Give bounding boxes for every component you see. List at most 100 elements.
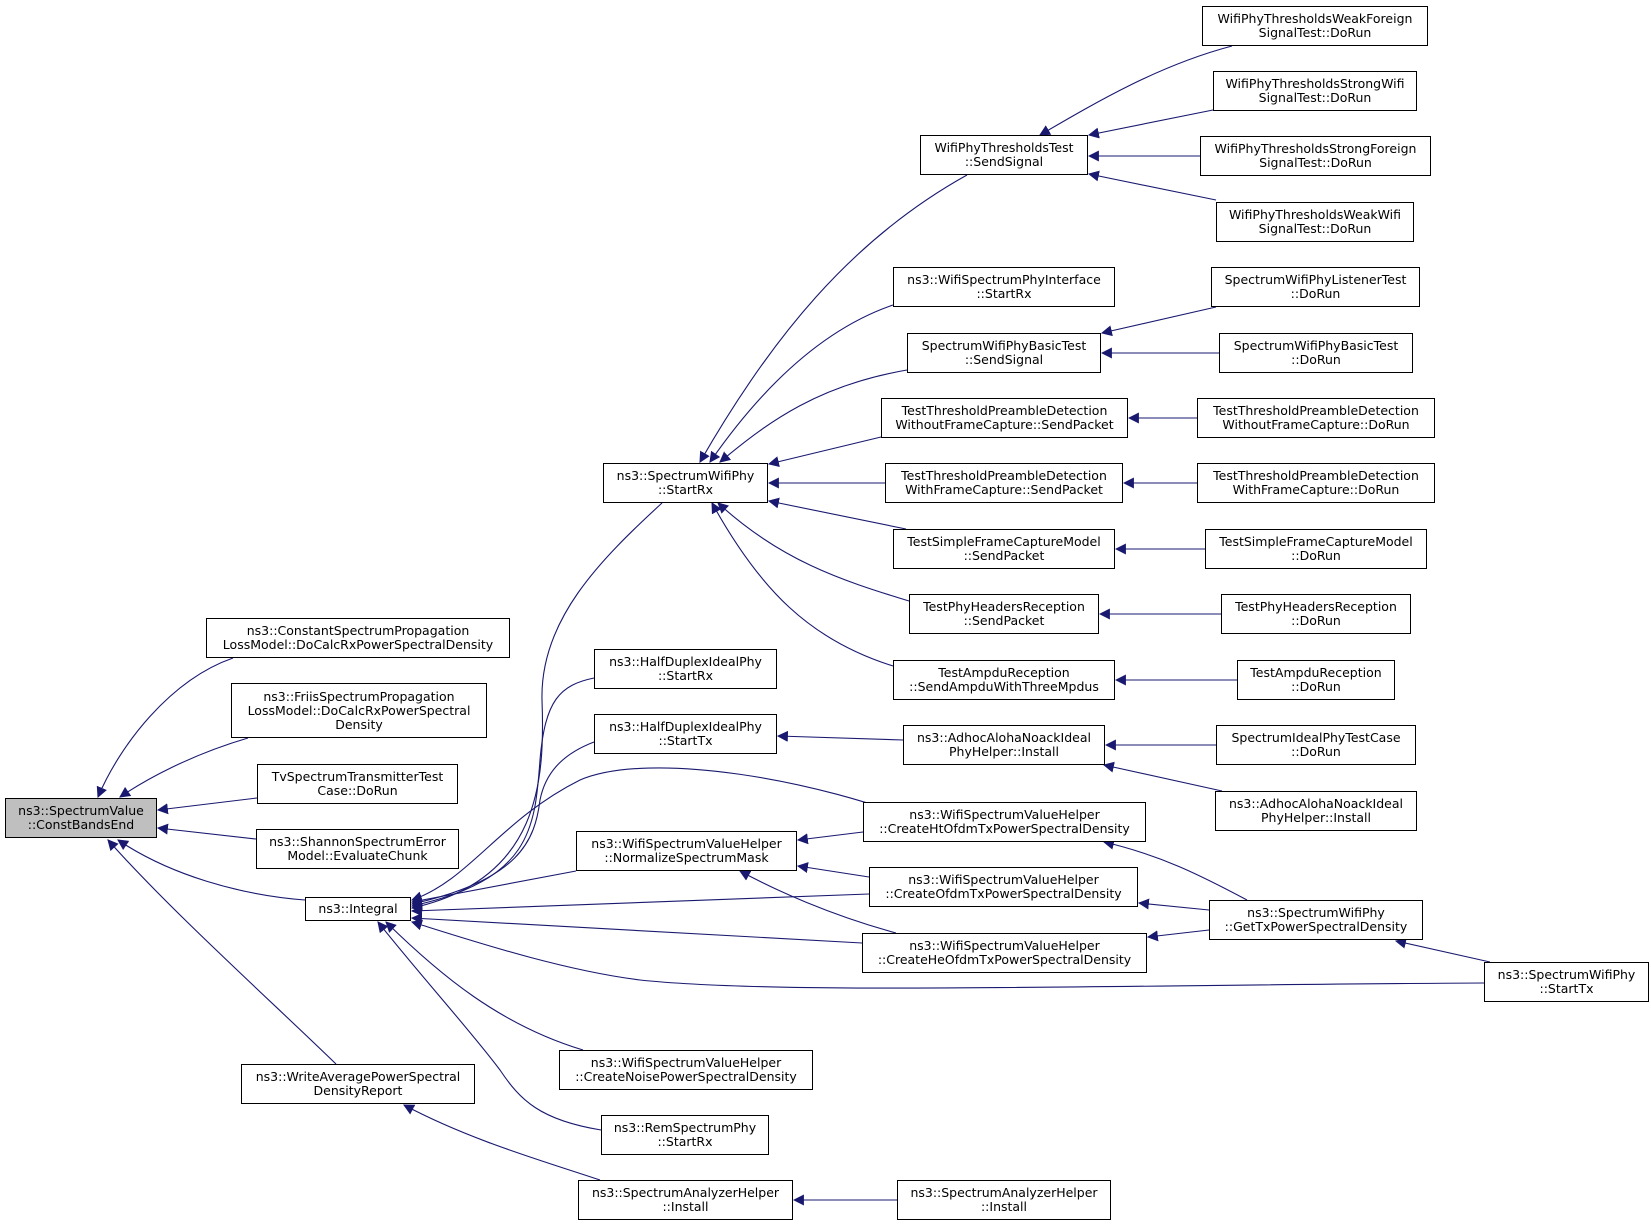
node-analyzer-install-2[interactable]: ns3::SpectrumAnalyzerHelper ::Install [897, 1180, 1111, 1220]
node-preamble-wo-dorun[interactable]: TestThresholdPreambleDetection WithoutFr… [1197, 398, 1435, 438]
node-spectrum-wifi-startrx[interactable]: ns3::SpectrumWifiPhy ::StartRx [603, 463, 768, 503]
node-phy-headers-dorun[interactable]: TestPhyHeadersReception ::DoRun [1221, 594, 1411, 634]
node-label: TestPhyHeadersReception ::SendPacket [923, 599, 1085, 628]
edge-aloha-install-2-to-aloha-install-1 [1102, 761, 1223, 792]
node-thresholds-sendsignal[interactable]: WifiPhyThresholdsTest ::SendSignal [920, 135, 1088, 175]
node-create-he-psd[interactable]: ns3::WifiSpectrumValueHelper ::CreateHeO… [862, 933, 1147, 973]
edge-basic-sendsignal-to-spectrum-wifi-startrx [719, 369, 908, 463]
node-weak-wifi-dorun[interactable]: WifiPhyThresholdsWeakWifi SignalTest::Do… [1216, 202, 1414, 242]
node-label: ns3::Integral [318, 901, 398, 916]
node-label: WifiPhyThresholdsWeakWifi SignalTest::Do… [1228, 207, 1402, 236]
node-ampdu-send[interactable]: TestAmpduReception ::SendAmpduWithThreeM… [893, 660, 1115, 700]
edge-weak-foreign-dorun-to-thresholds-sendsignal [1039, 45, 1233, 136]
node-integral[interactable]: ns3::Integral [305, 897, 411, 921]
node-constbandsend[interactable]: ns3::SpectrumValue ::ConstBandsEnd [5, 798, 157, 838]
edge-friis-spectrum-prop-to-constbandsend [119, 737, 249, 798]
node-label: ns3::SpectrumAnalyzerHelper ::Install [591, 1185, 780, 1214]
node-create-noise-psd[interactable]: ns3::WifiSpectrumValueHelper ::CreateNoi… [559, 1050, 813, 1090]
node-label: SpectrumWifiPhyListenerTest ::DoRun [1224, 272, 1407, 301]
edge-layer [96, 45, 1491, 1206]
node-label: ns3::FriisSpectrumPropagation LossModel:… [247, 688, 471, 732]
node-write-avg-psd[interactable]: ns3::WriteAveragePowerSpectral DensityRe… [241, 1064, 475, 1104]
node-label: ns3::ConstantSpectrumPropagation LossMod… [222, 623, 494, 652]
edge-phy-headers-send-to-spectrum-wifi-startrx [717, 502, 910, 602]
edge-wifi-spectrum-iface-to-spectrum-wifi-startrx [709, 304, 894, 463]
node-basic-sendsignal[interactable]: SpectrumWifiPhyBasicTest ::SendSignal [907, 333, 1101, 373]
node-label: TestPhyHeadersReception ::DoRun [1235, 599, 1397, 628]
edge-preamble-wo-send-to-spectrum-wifi-startrx [767, 436, 882, 468]
edge-aloha-install-1-to-halfduplex-starttx [776, 730, 904, 742]
edge-create-he-psd-to-integral [410, 913, 863, 944]
node-const-spectrum-prop[interactable]: ns3::ConstantSpectrumPropagation LossMod… [206, 618, 510, 658]
node-label: TestThresholdPreambleDetection WithoutFr… [895, 403, 1114, 432]
node-normalize-mask[interactable]: ns3::WifiSpectrumValueHelper ::Normalize… [576, 831, 797, 871]
edge-spectrum-wifi-starttx-to-integral [410, 919, 1485, 989]
node-label: ns3::RemSpectrumPhy ::StartRx [613, 1120, 757, 1149]
node-preamble-w-send[interactable]: TestThresholdPreambleDetection WithFrame… [885, 463, 1123, 503]
node-basic-dorun[interactable]: SpectrumWifiPhyBasicTest ::DoRun [1219, 333, 1413, 373]
node-simple-capture-dorun[interactable]: TestSimpleFrameCaptureModel ::DoRun [1205, 529, 1427, 569]
node-aloha-install-2[interactable]: ns3::AdhocAlohaNoackIdeal PhyHelper::Ins… [1215, 791, 1417, 831]
node-friis-spectrum-prop[interactable]: ns3::FriisSpectrumPropagation LossModel:… [231, 683, 487, 738]
edge-integral-to-constbandsend [117, 839, 306, 901]
edge-create-ht-psd-to-integral [410, 767, 927, 902]
node-create-ofdm-psd[interactable]: ns3::WifiSpectrumValueHelper ::CreateOfd… [869, 867, 1138, 907]
edge-write-avg-psd-to-constbandsend [107, 839, 337, 1065]
edge-weak-wifi-dorun-to-thresholds-sendsignal [1087, 170, 1217, 201]
node-label: ns3::WifiSpectrumValueHelper ::CreateHeO… [877, 938, 1132, 967]
node-ideal-phy-dorun[interactable]: SpectrumIdealPhyTestCase ::DoRun [1216, 725, 1416, 765]
node-label: ns3::AdhocAlohaNoackIdeal PhyHelper::Ins… [1229, 796, 1403, 825]
node-rem-startrx[interactable]: ns3::RemSpectrumPhy ::StartRx [601, 1115, 769, 1155]
node-label: TestThresholdPreambleDetection WithoutFr… [1213, 403, 1419, 432]
node-label: ns3::HalfDuplexIdealPhy ::StartRx [609, 654, 762, 683]
node-label: TestThresholdPreambleDetection WithFrame… [901, 468, 1107, 497]
node-label: ns3::AdhocAlohaNoackIdeal PhyHelper::Ins… [917, 730, 1091, 759]
node-simple-capture-send[interactable]: TestSimpleFrameCaptureModel ::SendPacket [893, 529, 1115, 569]
node-label: ns3::WifiSpectrumValueHelper ::CreateOfd… [885, 872, 1122, 901]
node-label: TvSpectrumTransmitterTest Case::DoRun [271, 769, 444, 798]
edge-thresholds-sendsignal-to-spectrum-wifi-startrx [699, 174, 968, 463]
node-listener-dorun[interactable]: SpectrumWifiPhyListenerTest ::DoRun [1211, 267, 1420, 307]
node-preamble-w-dorun[interactable]: TestThresholdPreambleDetection WithFrame… [1197, 463, 1435, 503]
node-label: TestAmpduReception ::SendAmpduWithThreeM… [909, 665, 1099, 694]
node-tv-spectrum-test[interactable]: TvSpectrumTransmitterTest Case::DoRun [257, 764, 458, 804]
node-label: WifiPhyThresholdsStrongForeign SignalTes… [1214, 141, 1417, 170]
node-label: SpectrumWifiPhyBasicTest ::SendSignal [921, 338, 1087, 367]
node-label: ns3::HalfDuplexIdealPhy ::StartTx [609, 719, 762, 748]
edge-simple-capture-send-to-spectrum-wifi-startrx [767, 497, 907, 530]
node-strong-foreign-dorun[interactable]: WifiPhyThresholdsStrongForeign SignalTes… [1200, 136, 1431, 176]
node-spectrum-wifi-starttx[interactable]: ns3::SpectrumWifiPhy ::StartTx [1484, 962, 1649, 1002]
edge-create-he-psd-to-normalize-mask [739, 870, 897, 934]
node-label: ns3::WifiSpectrumValueHelper ::CreateHtO… [879, 807, 1130, 836]
edge-create-ofdm-psd-to-integral [410, 893, 870, 917]
node-label: ns3::SpectrumWifiPhy ::GetTxPowerSpectra… [1224, 905, 1408, 934]
node-label: ns3::WifiSpectrumValueHelper ::Normalize… [591, 836, 782, 865]
edge-normalize-mask-to-integral [410, 870, 577, 906]
node-weak-foreign-dorun[interactable]: WifiPhyThresholdsWeakForeign SignalTest:… [1202, 6, 1428, 46]
node-halfduplex-startrx[interactable]: ns3::HalfDuplexIdealPhy ::StartRx [594, 649, 777, 689]
node-strong-wifi-dorun[interactable]: WifiPhyThresholdsStrongWifi SignalTest::… [1213, 71, 1417, 111]
node-label: WifiPhyThresholdsStrongWifi SignalTest::… [1225, 76, 1405, 105]
edge-rem-startrx-to-integral [377, 921, 602, 1131]
node-ampdu-dorun[interactable]: TestAmpduReception ::DoRun [1237, 660, 1395, 700]
node-halfduplex-starttx[interactable]: ns3::HalfDuplexIdealPhy ::StartTx [594, 714, 777, 754]
edge-listener-dorun-to-basic-sendsignal [1100, 306, 1217, 337]
node-label: ns3::SpectrumValue ::ConstBandsEnd [18, 803, 144, 832]
node-label: ns3::WriteAveragePowerSpectral DensityRe… [255, 1069, 461, 1098]
node-preamble-wo-send[interactable]: TestThresholdPreambleDetection WithoutFr… [881, 398, 1128, 438]
node-get-tx-psd[interactable]: ns3::SpectrumWifiPhy ::GetTxPowerSpectra… [1209, 900, 1423, 940]
edge-spectrum-wifi-startrx-to-integral [410, 502, 663, 912]
node-label: ns3::SpectrumAnalyzerHelper ::Install [910, 1185, 1098, 1214]
node-phy-headers-send[interactable]: TestPhyHeadersReception ::SendPacket [909, 594, 1099, 634]
node-wifi-spectrum-iface[interactable]: ns3::WifiSpectrumPhyInterface ::StartRx [893, 267, 1115, 307]
node-shannon-error[interactable]: ns3::ShannonSpectrumError Model::Evaluat… [256, 829, 459, 869]
node-create-ht-psd[interactable]: ns3::WifiSpectrumValueHelper ::CreateHtO… [863, 802, 1146, 842]
edge-halfduplex-starttx-to-integral [410, 741, 595, 908]
edge-ampdu-send-to-spectrum-wifi-startrx [711, 502, 894, 667]
edge-shannon-error-to-constbandsend [156, 823, 257, 840]
node-label: ns3::SpectrumWifiPhy ::StartTx [1497, 967, 1636, 996]
node-analyzer-install-1[interactable]: ns3::SpectrumAnalyzerHelper ::Install [578, 1180, 793, 1220]
node-aloha-install-1[interactable]: ns3::AdhocAlohaNoackIdeal PhyHelper::Ins… [903, 725, 1105, 765]
edge-spectrum-wifi-starttx-to-get-tx-psd [1394, 937, 1491, 963]
